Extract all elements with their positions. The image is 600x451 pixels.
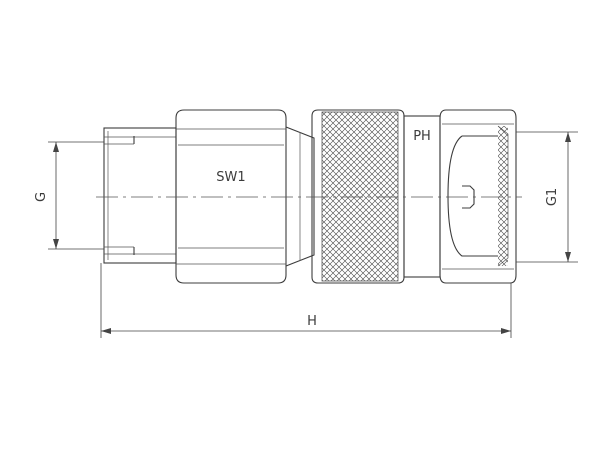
taper-section bbox=[285, 126, 315, 267]
label-g1: G1 bbox=[545, 188, 560, 206]
dimension-h: H bbox=[100, 263, 512, 338]
label-sw1: SW1 bbox=[216, 170, 245, 185]
dimension-g: G bbox=[34, 141, 104, 250]
knurled-sleeve bbox=[311, 109, 405, 284]
female-nut-g1 bbox=[439, 109, 517, 284]
male-thread-section bbox=[103, 127, 177, 264]
label-ph: PH bbox=[413, 129, 431, 144]
label-g: G bbox=[34, 192, 49, 202]
dimension-g1: G1 bbox=[516, 131, 578, 263]
label-h: H bbox=[307, 314, 317, 329]
hex-body-sw1 bbox=[175, 109, 287, 284]
